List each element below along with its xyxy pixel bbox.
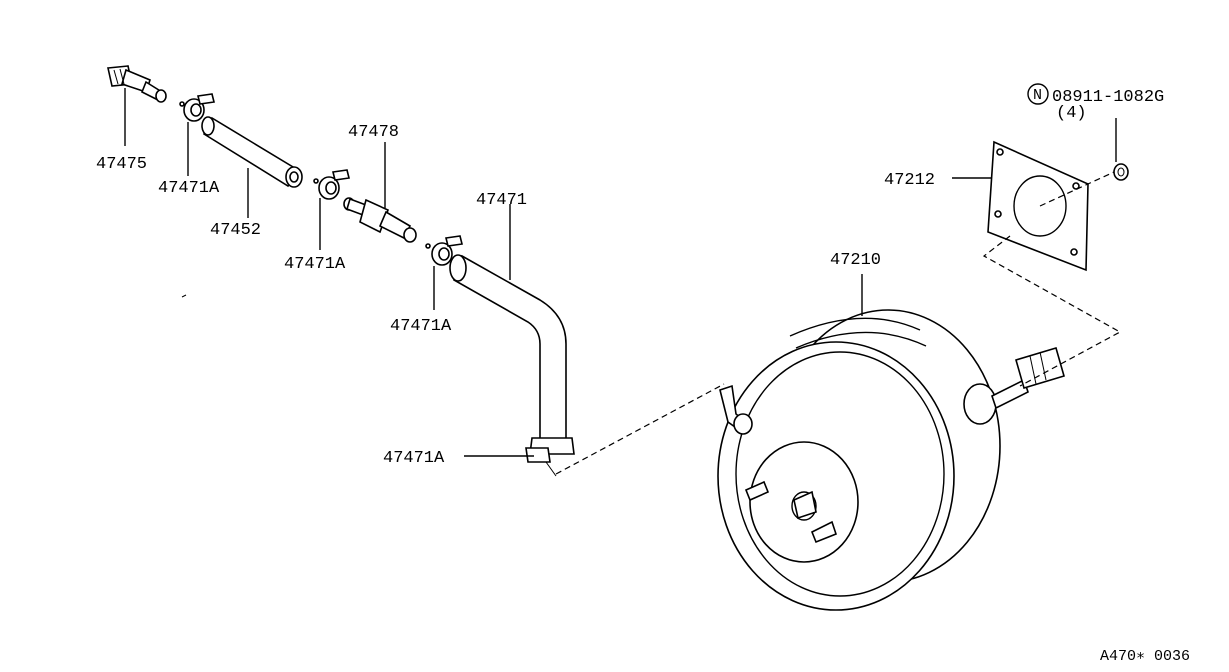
label-nut-qty: (4) [1056,104,1087,123]
check-valve-fitting [107,65,167,146]
hose-clamp-1 [179,93,215,176]
label-47452: 47452 [210,221,261,240]
dashed-line-gasket-booster [982,235,1122,387]
diagram-code: A470∗ 0036 [1100,648,1190,665]
mounting-nut [1027,83,1129,181]
hose-clamp-2 [313,169,350,250]
label-47212: 47212 [884,171,935,190]
label-nut-code: 08911-1082G [1052,88,1164,107]
label-47475: 47475 [96,155,147,174]
label-47471: 47471 [476,191,527,210]
label-47210: 47210 [830,251,881,270]
dashed-line-hose-booster [555,383,725,475]
vacuum-hose-bent [449,204,575,477]
label-47471A-1: 47471A [158,179,220,198]
label-47471A-4: 47471A [383,449,445,468]
label-47471A-3: 47471A [390,317,452,336]
stray-mark [181,294,187,298]
hose-connector [343,142,417,243]
label-47471A-2: 47471A [284,255,346,274]
hose-clamp-3 [425,235,463,310]
nut-marker-circle [1027,83,1049,105]
vacuum-hose-short [201,116,303,218]
nut-marker-letter: N [1033,87,1042,104]
dashed-line-nut-gasket [1039,171,1115,207]
label-47478: 47478 [348,123,399,142]
brake-booster [717,274,1065,611]
booster-gasket [952,140,1089,272]
